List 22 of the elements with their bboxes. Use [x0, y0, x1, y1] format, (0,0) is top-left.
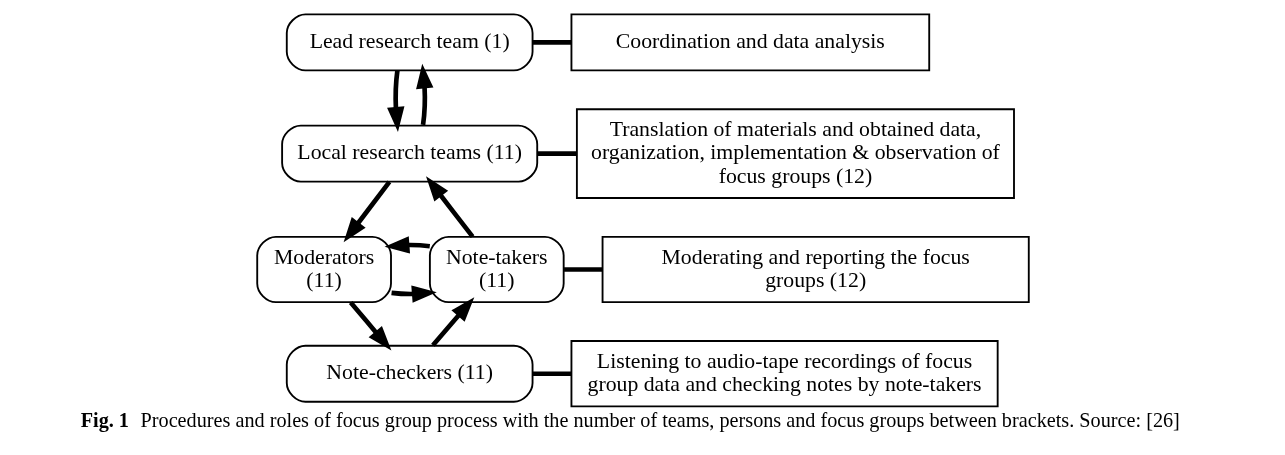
node-box: Translation of materials and obtained data, organization, implementation & observation of focus groups (12) [575, 108, 1015, 199]
connector [563, 267, 602, 272]
node-box: Note-checkers (11) [285, 344, 533, 403]
arrow [415, 63, 433, 126]
connector [532, 371, 571, 377]
node-box: Moderating and reporting the focus groups (12) [601, 235, 1030, 304]
arrow [390, 285, 437, 303]
arrow [386, 70, 404, 132]
node-box: Coordination and data analysis [570, 13, 930, 72]
arrow [425, 176, 474, 239]
node-box: Note-takers (11) [428, 235, 565, 304]
caption: Fig. 1 Procedures and roles of focus group process with the number of teams, persons and focus groups between brackets. Source: [26] [80, 409, 1180, 432]
node-box: Moderators (11) [255, 235, 392, 304]
node-box: Listening to audio-tape recordings of focus group data and checking notes by note-takers [570, 340, 999, 408]
arrow [348, 300, 391, 351]
arrow [430, 297, 474, 347]
arrow [343, 180, 391, 243]
connector [537, 151, 576, 156]
connector [532, 40, 571, 45]
node-box: Lead research team (1) [285, 13, 533, 72]
arrow [384, 236, 430, 254]
node-box: Local research teams (11) [280, 124, 538, 183]
